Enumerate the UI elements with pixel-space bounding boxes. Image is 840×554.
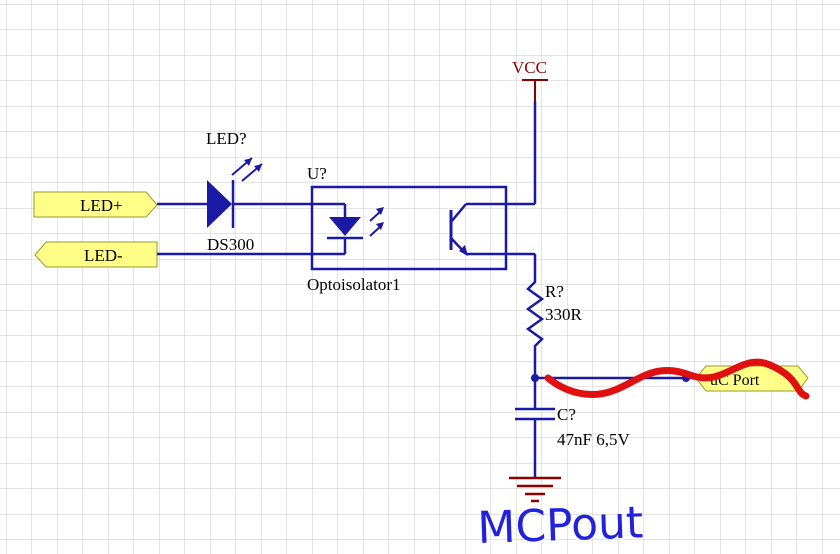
opto-comment: Optoisolator1 bbox=[307, 275, 401, 294]
vcc-power-port[interactable]: VCC bbox=[512, 58, 548, 101]
capacitor-designator: C? bbox=[557, 405, 576, 424]
led-designator: LED? bbox=[206, 129, 247, 148]
resistor-component[interactable]: R? 330R bbox=[525, 277, 583, 352]
capacitor-icon bbox=[515, 407, 555, 421]
port-led-plus-label: LED+ bbox=[80, 196, 123, 215]
led-diode-icon bbox=[207, 157, 263, 228]
handwritten-note: MCPout bbox=[477, 497, 644, 554]
resistor-zigzag-icon bbox=[525, 277, 545, 352]
port-led-plus-shape bbox=[33, 191, 158, 218]
red-scribble-annotation bbox=[544, 358, 810, 400]
resistor-value: 330R bbox=[545, 305, 583, 324]
resistor-designator: R? bbox=[545, 282, 564, 301]
wires bbox=[157, 101, 696, 478]
optocoupler-component[interactable]: U? Optoisolator1 bbox=[307, 164, 508, 294]
vcc-label: VCC bbox=[512, 58, 547, 77]
optocoupler-icon bbox=[312, 202, 506, 256]
port-led-plus[interactable]: LED+ bbox=[33, 191, 158, 218]
optocoupler-body bbox=[310, 185, 508, 271]
port-led-minus[interactable]: LED- bbox=[34, 241, 158, 268]
port-led-minus-label: LED- bbox=[84, 246, 123, 265]
junction-dot bbox=[531, 374, 539, 382]
ground-icon[interactable] bbox=[509, 476, 561, 503]
opto-designator: U? bbox=[307, 164, 327, 183]
capacitor-component[interactable]: C? 47nF 6,5V bbox=[515, 405, 630, 449]
led-component[interactable]: LED? DS300 bbox=[206, 129, 263, 254]
capacitor-value: 47nF 6,5V bbox=[557, 430, 630, 449]
led-comment: DS300 bbox=[207, 235, 254, 254]
